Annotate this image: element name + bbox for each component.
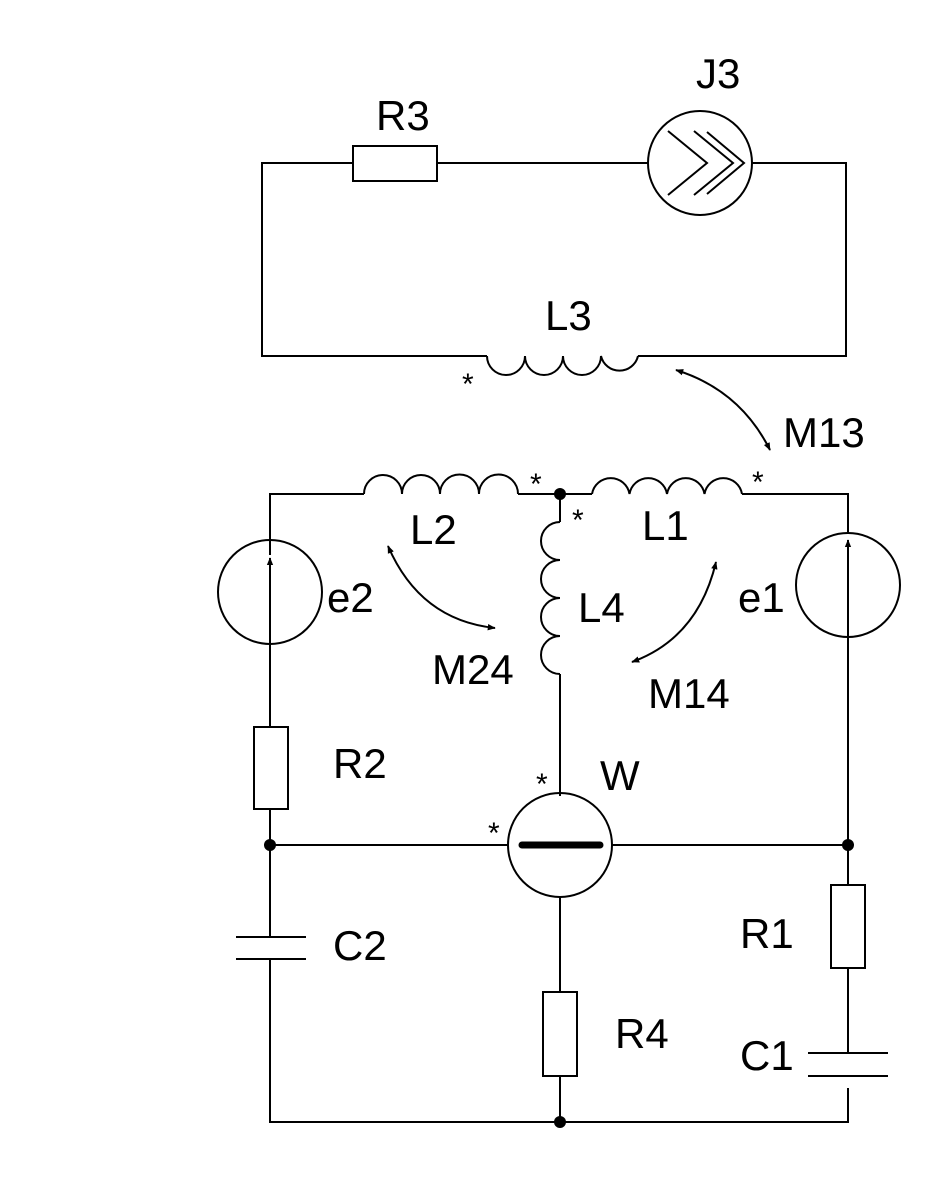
capacitor-c2 [236, 936, 306, 960]
polarity-mark-w-current: * [488, 817, 500, 850]
wattmeter-w [507, 792, 613, 898]
label-m24: M24 [432, 646, 514, 693]
polarity-mark-l4: * [572, 504, 584, 537]
voltage-source-e1 [795, 532, 901, 638]
resistor-r4 [542, 991, 578, 1077]
label-r3: R3 [376, 92, 430, 139]
polarity-mark-l3: * [462, 368, 474, 401]
current-source-j3 [647, 110, 753, 216]
label-j3: J3 [696, 50, 740, 97]
label-r2: R2 [333, 740, 387, 787]
mutual-arrow-m13 [675, 369, 771, 451]
junction-right [842, 839, 854, 851]
label-m13: M13 [783, 409, 865, 456]
inductor-l2 [363, 473, 519, 495]
polarity-mark-l1: * [752, 466, 764, 499]
mutual-arrow-m24 [387, 545, 496, 631]
label-r4: R4 [615, 1010, 669, 1057]
label-e2: e2 [327, 574, 374, 621]
resistor-r1 [830, 884, 866, 969]
top-loop-wires [261, 162, 847, 357]
label-l1: L1 [642, 502, 689, 549]
voltage-source-e2 [217, 539, 323, 645]
resistor-r3 [352, 145, 438, 182]
label-c2: C2 [333, 922, 387, 969]
label-w: W [600, 752, 640, 799]
label-l2: L2 [410, 506, 457, 553]
inductor-l1 [591, 477, 743, 495]
capacitor-c1 [808, 1052, 888, 1077]
inductor-l3 [486, 355, 639, 376]
label-r1: R1 [740, 910, 794, 957]
mutual-arrow-m14 [631, 561, 718, 663]
label-e1: e1 [738, 574, 785, 621]
polarity-mark-w-voltage: * [536, 768, 548, 801]
resistor-r2 [253, 726, 289, 810]
label-l4: L4 [578, 584, 625, 631]
label-l3: L3 [545, 292, 592, 339]
junction-left [264, 839, 276, 851]
label-m14: M14 [648, 670, 730, 717]
junction-bottom [554, 1116, 566, 1128]
junction-top [554, 488, 566, 500]
polarity-mark-l2: * [530, 468, 542, 501]
inductor-l4 [540, 521, 561, 675]
label-c1: C1 [740, 1032, 794, 1079]
